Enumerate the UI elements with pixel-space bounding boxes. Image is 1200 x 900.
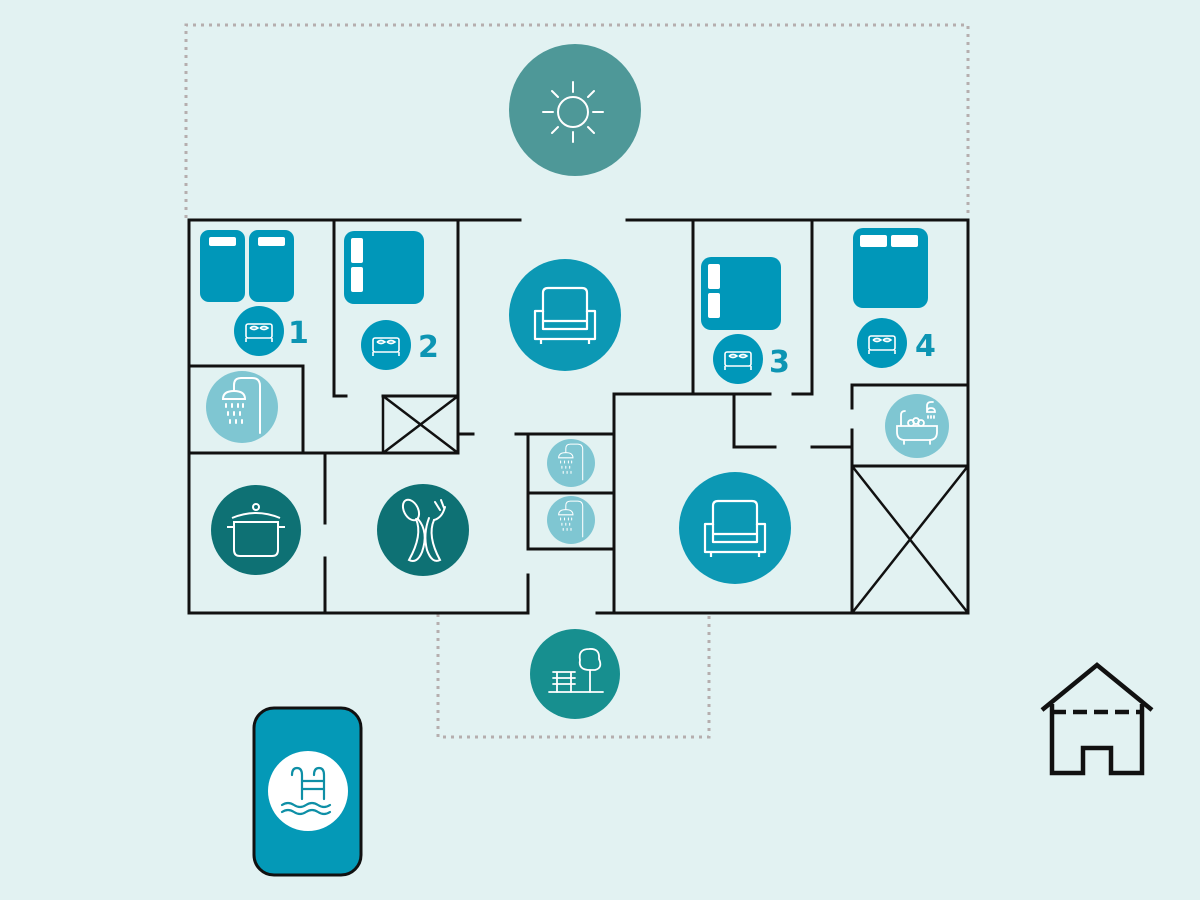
storage-void: [850, 464, 970, 615]
kitchen-badge: [211, 485, 301, 575]
house-icon: [1040, 662, 1154, 776]
outdoor-boundaries: [184, 23, 970, 739]
twin-beds: [200, 230, 294, 302]
shower-icon: [558, 443, 584, 481]
terrace-boundary: [184, 23, 970, 218]
garden: [530, 629, 620, 719]
double-bed: [701, 257, 781, 330]
bedroom-1-number: 1: [288, 316, 309, 351]
bedroom-1: 1: [200, 230, 309, 356]
living-room-2-badge: [679, 472, 791, 584]
bed-icon: [372, 337, 400, 356]
living-room-badge: [509, 259, 621, 371]
double-bed: [853, 228, 928, 308]
pool: [252, 706, 363, 877]
bedroom-2-number: 2: [418, 330, 439, 365]
kitchen: [211, 485, 301, 575]
shower-room-3: [547, 496, 595, 544]
double-bed: [344, 231, 424, 304]
terrace: [509, 44, 641, 176]
bedroom-3-badge: [713, 334, 763, 384]
shower-room-1: [206, 371, 278, 443]
bathtub-icon: [896, 401, 938, 445]
void-areas: [381, 394, 970, 615]
bedroom-4: 4: [853, 228, 936, 368]
sun-icon: [542, 81, 604, 143]
bedroom-2: 2: [344, 231, 439, 370]
bedroom-4-badge: [857, 318, 907, 368]
garden-bench-tree-icon: [548, 648, 604, 693]
shower-badge: [547, 439, 595, 487]
bedroom-3: 3: [701, 257, 790, 384]
terrace-badge: [509, 44, 641, 176]
garden-badge: [530, 629, 620, 719]
armchair-icon: [703, 499, 767, 557]
bedroom-4-number: 4: [915, 329, 936, 364]
bed-icon: [868, 335, 896, 354]
bedroom-1-badge: [234, 306, 284, 356]
bedroom-2-badge: [361, 320, 411, 370]
stairwell-void: [381, 394, 460, 455]
fork-spoon-icon: [401, 498, 446, 562]
armchair-icon: [533, 286, 597, 344]
cooking-pot-icon: [227, 503, 285, 557]
bathroom: [885, 394, 949, 458]
shower-badge: [547, 496, 595, 544]
living-room: [509, 259, 621, 371]
dining: [377, 484, 469, 576]
bed-icon: [724, 351, 752, 370]
shower-room-2: [547, 439, 595, 487]
living-room-2: [679, 472, 791, 584]
bed-icon: [245, 323, 273, 342]
garden-boundary: [436, 614, 711, 739]
shower-icon: [558, 500, 584, 538]
pool-ladder-icon: [280, 766, 332, 816]
pool-badge: [268, 751, 348, 831]
bedroom-3-number: 3: [769, 345, 790, 380]
shower-icon: [221, 377, 261, 434]
